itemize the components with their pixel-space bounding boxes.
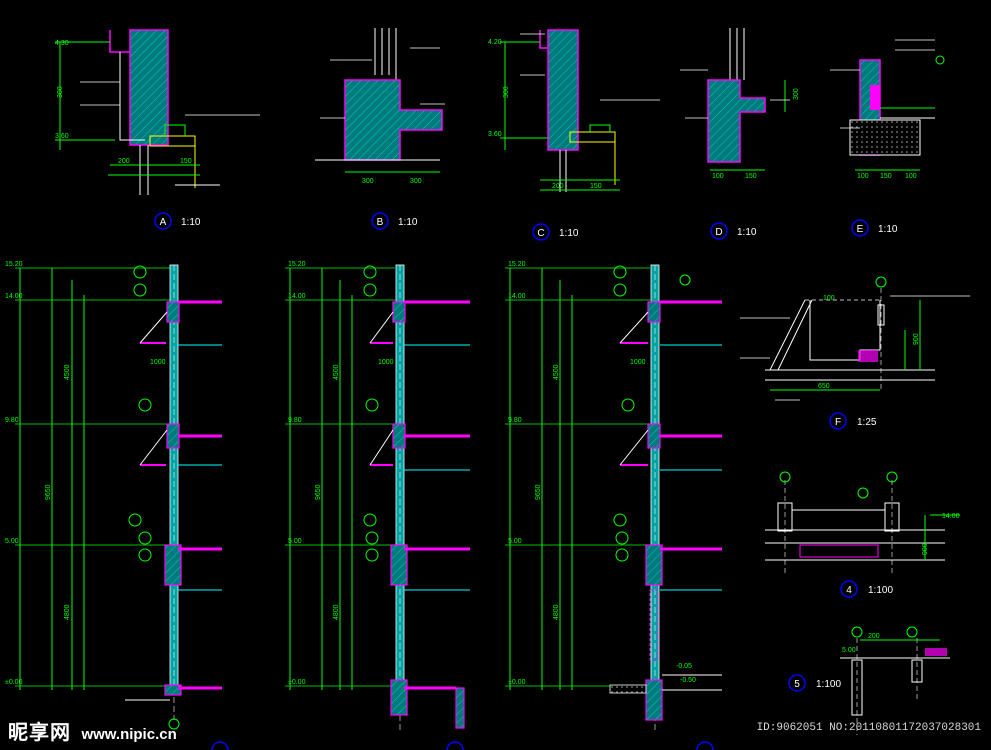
s3-elev-a: -0.05 [676, 663, 692, 670]
s2-dim-b: 4800 [333, 604, 340, 620]
detail-c-wall [547, 29, 579, 151]
detail-d-dim-right: 150 [745, 173, 757, 180]
wall-section-3: 15.20 14.00 9.80 5.00 ±0.00 9650 4500 48… [505, 261, 722, 730]
detail-e-dim-2: 150 [880, 173, 892, 180]
detail-b: 300 300 B 1:10 [315, 28, 445, 230]
detail-d: 100 150 300 D 1:10 [680, 28, 800, 240]
detail-c-bubble [532, 223, 550, 241]
detail-5: 200 5.00 5 1:100 [788, 626, 950, 735]
detail-c-scale: 1:10 [559, 228, 579, 239]
detail-d-dim-left: 100 [712, 173, 724, 180]
s2-level-5: ±0.00 [288, 679, 306, 686]
detail-a-dim-150: 150 [180, 158, 192, 165]
s3-dim-a: 4500 [553, 364, 560, 380]
detail-a-level-bottom: 3.60 [55, 133, 69, 140]
detail-5-id: 5 [794, 679, 800, 690]
detail-e-dim-3: 100 [905, 173, 917, 180]
detail-c-level-bottom: 3.60 [488, 131, 502, 138]
detail-c-level-top: 4.20 [488, 39, 502, 46]
detail-d-scale: 1:10 [737, 227, 757, 238]
detail-c-dim-200: 200 [552, 183, 564, 190]
detail-e: 100 150 100 E 1:10 [830, 39, 945, 237]
s1-level-2: 14.00 [5, 293, 23, 300]
detail-a-wall [129, 29, 169, 146]
s3-level-2: 14.00 [508, 293, 526, 300]
detail-e-scale: 1:10 [878, 224, 898, 235]
detail-4-level: 14.00 [942, 513, 960, 520]
s1-level-1: 15.20 [5, 261, 23, 268]
detail-b-dim-left: 300 [362, 178, 374, 185]
detail-e-bubble [851, 219, 869, 237]
detail-b-bubble [371, 212, 389, 230]
detail-f-dim-3: 900 [913, 333, 920, 345]
detail-a-dim-300: 300 [57, 86, 64, 98]
detail-4: 14.00 900 4 1:100 [765, 471, 960, 598]
detail-f-dim-1: 100 [823, 295, 835, 302]
detail-f-scale: 1:25 [857, 417, 877, 428]
s3-level-3: 9.80 [508, 417, 522, 424]
detail-c: 4.20 300 3.60 200 150 C 1:10 [488, 29, 660, 241]
detail-f: 100 650 900 F 1:25 [740, 276, 970, 430]
detail-d-bubble [710, 222, 728, 240]
detail-a-bubble [154, 212, 172, 230]
detail-e-id: E [857, 224, 864, 235]
detail-4-bubble [840, 580, 858, 598]
s1-dim-b: 4800 [64, 604, 71, 620]
watermark-url: www.nipic.cn [81, 726, 177, 743]
image-id-code: ID:9062051 NO:20110801172037028301 [756, 722, 981, 734]
detail-5-dim: 200 [868, 633, 880, 640]
detail-d-id: D [715, 227, 722, 238]
s2-level-2: 14.00 [288, 293, 306, 300]
detail-d-dim-v: 300 [793, 88, 800, 100]
detail-b-id: B [377, 217, 384, 228]
detail-4-id: 4 [846, 585, 852, 596]
detail-4-scale: 1:100 [868, 585, 893, 596]
detail-a-level-top: 4.30 [55, 40, 69, 47]
detail-b-section [344, 79, 443, 161]
s3-level-4: 5.00 [508, 538, 522, 545]
watermark-logo-text: 昵享网 [8, 722, 71, 744]
s2-span: 1000 [378, 359, 394, 366]
wall-section-2: 15.20 14.00 9.80 5.00 ±0.00 9650 4500 48… [285, 261, 470, 730]
s2-level-4: 5.00 [288, 538, 302, 545]
s2-level-1: 15.20 [288, 261, 306, 268]
s3-dim-b: 4800 [553, 604, 560, 620]
s1-total: 9650 [45, 484, 52, 500]
detail-5-level: 5.00 [842, 647, 856, 654]
detail-c-id: C [537, 228, 544, 239]
s1-level-4: 5.00 [5, 538, 19, 545]
s2-dim-a: 4500 [333, 364, 340, 380]
wall-section-1: 15.20 14.00 9.80 5.00 ±0.00 9650 4500 48… [5, 261, 222, 720]
detail-c-dim-300: 300 [503, 86, 510, 98]
detail-c-dim-150: 150 [590, 183, 602, 190]
s3-level-5: ±0.00 [508, 679, 526, 686]
s1-span: 1000 [150, 359, 166, 366]
s3-level-1: 15.20 [508, 261, 526, 268]
s2-total: 9650 [315, 484, 322, 500]
s3-total: 9650 [535, 484, 542, 500]
section-bubbles-bottom [168, 718, 714, 750]
watermark: 昵享网 www.nipic.cn [8, 716, 177, 745]
detail-a: 4.30 300 3.60 200 150 A 1:10 [55, 29, 260, 230]
detail-d-section [707, 79, 766, 163]
detail-4-dim: 900 [922, 543, 929, 555]
s1-dim-a: 4500 [64, 364, 71, 380]
detail-b-dim-right: 300 [410, 178, 422, 185]
s2-level-3: 9.80 [288, 417, 302, 424]
s3-span: 1000 [630, 359, 646, 366]
detail-b-scale: 1:10 [398, 217, 418, 228]
s1-level-5: ±0.00 [5, 679, 23, 686]
detail-f-dim-2: 650 [818, 383, 830, 390]
detail-5-scale: 1:100 [816, 679, 841, 690]
detail-a-id: A [160, 217, 167, 228]
s3-elev-b: -0.50 [680, 677, 696, 684]
detail-e-dim-1: 100 [857, 173, 869, 180]
detail-5-bubble [788, 674, 806, 692]
detail-f-id: F [835, 417, 841, 428]
detail-f-bubble [829, 412, 847, 430]
s1-level-3: 9.80 [5, 417, 19, 424]
detail-a-scale: 1:10 [181, 217, 201, 228]
detail-a-dim-200: 200 [118, 158, 130, 165]
